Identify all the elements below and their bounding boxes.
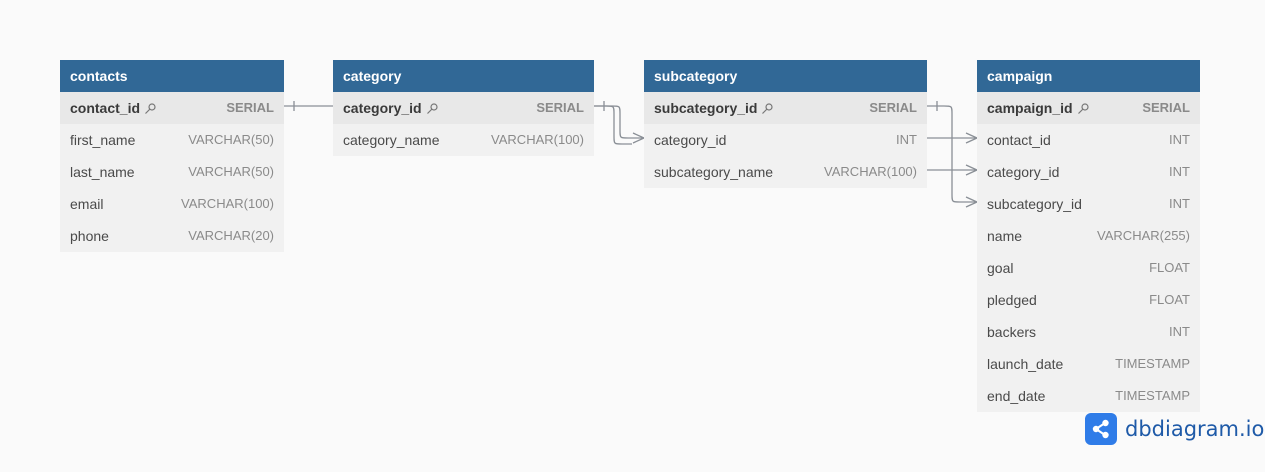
field-row[interactable]: end_date TIMESTAMP: [977, 380, 1200, 412]
field-name: end_date: [987, 388, 1046, 404]
field-name: contact_id: [70, 100, 141, 116]
table-header[interactable]: category: [333, 60, 594, 92]
field-type: INT: [1169, 324, 1190, 339]
key-icon: [426, 94, 438, 126]
field-row[interactable]: subcategory_id SERIAL: [644, 92, 927, 124]
brand-badge[interactable]: dbdiagram.io: [1085, 413, 1264, 445]
field-type: INT: [896, 132, 917, 147]
field-row[interactable]: contact_id INT: [977, 124, 1200, 156]
field-type: TIMESTAMP: [1115, 356, 1190, 371]
field-name: category_id: [987, 164, 1060, 180]
field-name: category_name: [343, 132, 440, 148]
key-icon: [144, 94, 156, 126]
field-row[interactable]: category_id SERIAL: [333, 92, 594, 124]
field-row[interactable]: last_name VARCHAR(50): [60, 156, 284, 188]
field-row[interactable]: category_id INT: [644, 124, 927, 156]
field-row[interactable]: name VARCHAR(255): [977, 220, 1200, 252]
field-name: name: [987, 228, 1023, 244]
rel-category-subcategory: [594, 105, 644, 139]
field-name: contact_id: [987, 132, 1051, 148]
field-row[interactable]: pledged FLOAT: [977, 284, 1200, 316]
field-row[interactable]: first_name VARCHAR(50): [60, 124, 284, 156]
share-nodes-icon: [1085, 413, 1117, 445]
field-name: category_id: [343, 100, 422, 116]
field-row[interactable]: backers INT: [977, 316, 1200, 348]
table-category[interactable]: category category_id SERIAL category_nam…: [333, 60, 594, 156]
rel-category-campaign: [594, 105, 632, 145]
field-row[interactable]: category_name VARCHAR(100): [333, 124, 594, 156]
field-row[interactable]: goal FLOAT: [977, 252, 1200, 284]
field-name: launch_date: [987, 356, 1064, 372]
field-type: SERIAL: [1142, 100, 1190, 115]
field-type: SERIAL: [536, 100, 584, 115]
field-name: subcategory_name: [654, 164, 774, 180]
table-header[interactable]: campaign: [977, 60, 1200, 92]
table-campaign[interactable]: campaign campaign_id SERIAL contact_id I…: [977, 60, 1200, 412]
rel-subcategory-campaign: [927, 105, 977, 203]
field-row[interactable]: subcategory_name VARCHAR(100): [644, 156, 927, 188]
table-subcategory[interactable]: subcategory subcategory_id SERIAL catego…: [644, 60, 927, 188]
field-row[interactable]: phone VARCHAR(20): [60, 220, 284, 252]
field-name: goal: [987, 260, 1014, 276]
field-type: VARCHAR(255): [1097, 228, 1190, 243]
field-type: VARCHAR(100): [824, 164, 917, 179]
field-name: backers: [987, 324, 1037, 340]
table-header[interactable]: contacts: [60, 60, 284, 92]
key-icon: [1077, 94, 1089, 126]
field-name: last_name: [70, 164, 135, 180]
field-type: FLOAT: [1149, 260, 1190, 275]
field-row[interactable]: subcategory_id INT: [977, 188, 1200, 220]
field-type: SERIAL: [869, 100, 917, 115]
field-type: VARCHAR(50): [188, 164, 274, 179]
field-name: phone: [70, 228, 109, 244]
brand-name: dbdiagram.io: [1125, 417, 1265, 441]
field-type: INT: [1169, 132, 1190, 147]
field-row[interactable]: category_id INT: [977, 156, 1200, 188]
table-contacts[interactable]: contacts contact_id SERIAL first_name VA…: [60, 60, 284, 252]
field-name: category_id: [654, 132, 727, 148]
field-type: INT: [1169, 164, 1190, 179]
field-type: INT: [1169, 196, 1190, 211]
field-row[interactable]: contact_id SERIAL: [60, 92, 284, 124]
field-type: VARCHAR(100): [491, 132, 584, 147]
field-name: email: [70, 196, 104, 212]
field-type: VARCHAR(50): [188, 132, 274, 147]
field-row[interactable]: launch_date TIMESTAMP: [977, 348, 1200, 380]
field-name: first_name: [70, 132, 136, 148]
field-row[interactable]: campaign_id SERIAL: [977, 92, 1200, 124]
field-type: VARCHAR(100): [181, 196, 274, 211]
field-name: campaign_id: [987, 100, 1073, 116]
field-type: VARCHAR(20): [188, 228, 274, 243]
field-name: subcategory_id: [654, 100, 758, 116]
table-header[interactable]: subcategory: [644, 60, 927, 92]
field-type: TIMESTAMP: [1115, 388, 1190, 403]
key-icon: [761, 94, 774, 126]
field-row[interactable]: email VARCHAR(100): [60, 188, 284, 220]
field-type: SERIAL: [226, 100, 274, 115]
field-name: pledged: [987, 292, 1037, 308]
field-type: FLOAT: [1149, 292, 1190, 307]
field-name: subcategory_id: [987, 196, 1082, 212]
